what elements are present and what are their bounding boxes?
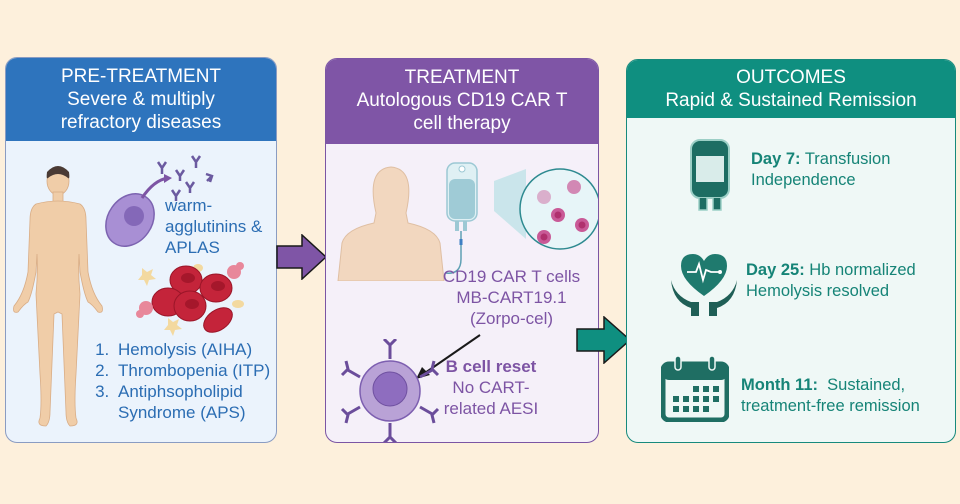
car-t-cells-icon (494, 168, 598, 250)
outcome-label: Month 11: (741, 376, 818, 394)
reset-title: B cell reset (445, 357, 537, 376)
arrow-right-icon (276, 234, 328, 280)
car-t-product-label: CD19 CAR T cells MB-CART19.1 (Zorpo-cel) (424, 266, 598, 329)
blood-bag-icon (690, 139, 730, 211)
outcome-label: Day 7: (751, 150, 801, 168)
pretreatment-subtitle-1: Severe & multiply (67, 89, 215, 110)
outcome-text: treatment-free remission (741, 397, 920, 415)
reset-line-2: related AESI (443, 399, 539, 418)
outcomes-title: OUTCOMES (736, 67, 846, 88)
outcomes-panel: OUTCOMES Rapid & Sustained Remission Day… (626, 59, 956, 443)
disease-item: Hemolysis (AIHA) (114, 339, 276, 360)
treatment-title: TREATMENT (404, 67, 520, 88)
antibody-label: warm- agglutinins & APLAS (165, 195, 262, 258)
iv-bag-icon (444, 162, 478, 274)
outcome-item-day7: Day 7: Transfusion Independence (751, 149, 890, 191)
antibody-label-line-1: warm- (165, 196, 213, 215)
outcome-text: Independence (751, 171, 856, 189)
product-line-1: CD19 CAR T cells (442, 267, 581, 286)
plasma-cell-icon (105, 155, 214, 247)
pretreatment-subtitle-2: refractory diseases (60, 112, 222, 133)
product-line-2: MB-CART19.1 (456, 288, 567, 307)
outcomes-subtitle: Rapid & Sustained Remission (665, 90, 917, 111)
outcome-item-month11: Month 11: Sustained, treatment-free remi… (741, 375, 920, 417)
heart-hands-icon (671, 254, 737, 316)
disease-item: Thrombopenia (ITP) (114, 360, 276, 381)
patient-torso-icon (337, 166, 445, 281)
pretreatment-panel: PRE-TREATMENT Severe & multiply refracto… (5, 57, 277, 443)
outcomes-header: OUTCOMES Rapid & Sustained Remission (627, 60, 955, 118)
antibody-icon (156, 155, 214, 201)
outcome-text: Sustained, (818, 376, 906, 394)
outcome-text: Hb normalized (804, 261, 916, 279)
b-cell-icon (340, 339, 440, 442)
outcome-label: Day 25: (746, 261, 805, 279)
treatment-subtitle-1: Autologous CD19 CAR T (356, 90, 568, 111)
outcome-text: Hemolysis resolved (746, 282, 890, 300)
arrow-right-icon (576, 316, 632, 364)
pretreatment-title: PRE-TREATMENT (60, 66, 222, 87)
b-cell-reset-label: B cell reset No CART- related AESI (436, 356, 546, 419)
outcome-item-day25: Day 25: Hb normalized Hemolysis resolved (746, 260, 916, 302)
antibody-label-line-3: APLAS (165, 238, 220, 257)
antibody-label-line-2: agglutinins & (165, 217, 263, 236)
human-body-icon (13, 166, 103, 427)
calendar-icon (661, 356, 729, 422)
disease-item: Antiphsopholipid Syndrome (APS) (114, 381, 276, 423)
treatment-panel: TREATMENT Autologous CD19 CAR T cell the… (325, 58, 599, 443)
red-blood-cells-icon (136, 262, 244, 336)
treatment-subtitle-2: cell therapy (413, 113, 511, 134)
reset-line-1: No CART- (452, 378, 530, 397)
treatment-header: TREATMENT Autologous CD19 CAR T cell the… (326, 59, 598, 144)
outcome-text: Transfusion (800, 150, 891, 168)
pretreatment-header: PRE-TREATMENT Severe & multiply refracto… (6, 58, 276, 141)
product-line-3: (Zorpo-cel) (469, 309, 554, 328)
disease-list: Hemolysis (AIHA) Thrombopenia (ITP) Anti… (88, 339, 276, 423)
